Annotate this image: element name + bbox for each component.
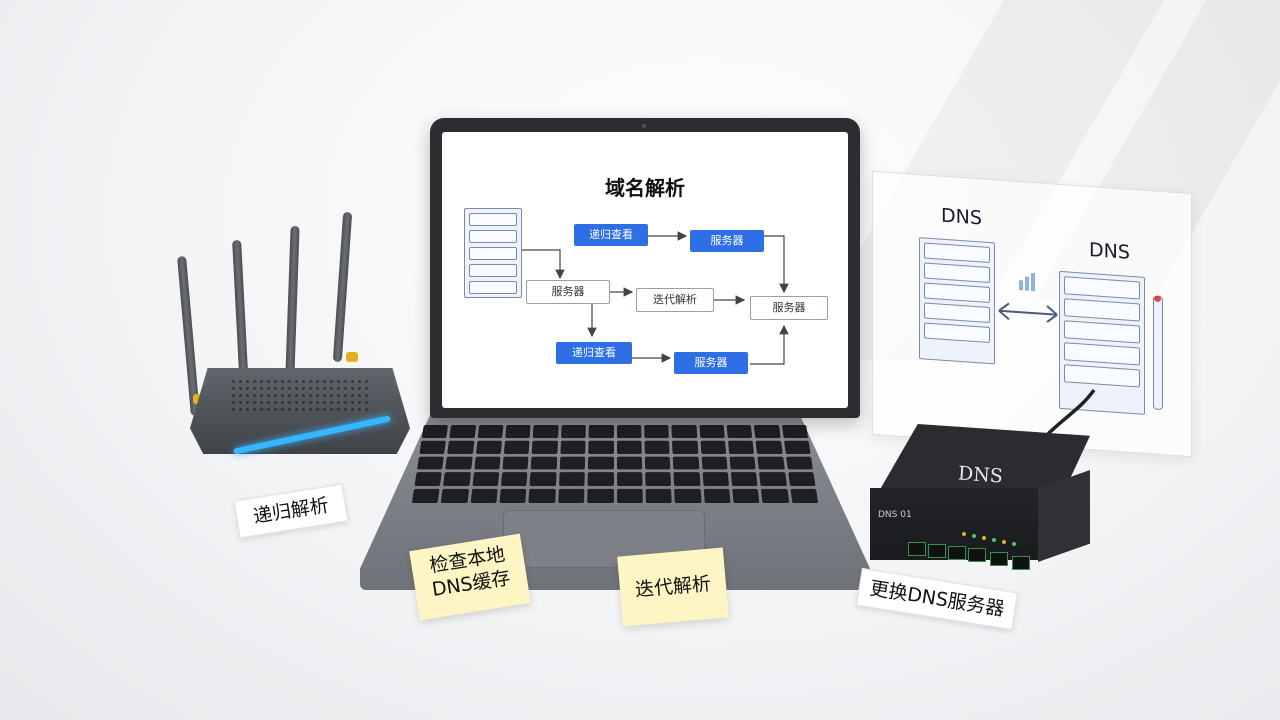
dns-display-panel: DNS DNS (872, 170, 1192, 458)
router-body (190, 368, 410, 454)
status-led (972, 534, 976, 538)
router-antenna (332, 211, 353, 363)
node-server-bottom: 服务器 (674, 352, 748, 374)
thermometer-icon (1153, 295, 1163, 411)
ethernet-port (948, 546, 966, 560)
flow-arrows (522, 231, 789, 365)
router-antenna (177, 255, 200, 417)
ethernet-port (968, 548, 986, 562)
dns-device-logo: DNS (957, 462, 1004, 488)
status-led (992, 538, 996, 542)
dns-device-model-label: DNS 01 (878, 510, 912, 520)
tag-recursive-resolution: 递归解析 (233, 483, 349, 539)
antenna-joint (346, 352, 358, 362)
router-antenna (285, 225, 300, 377)
node-server-top: 服务器 (690, 230, 764, 252)
laptop-keyboard (411, 425, 819, 504)
signal-bar-icon (1031, 272, 1035, 292)
router-vent (230, 378, 370, 414)
server-rack-icon (464, 208, 522, 298)
ethernet-port (990, 552, 1008, 566)
node-server-right: 服务器 (750, 296, 828, 320)
signal-bar-icon (1025, 276, 1029, 291)
node-recursive-query-bottom: 递归查看 (556, 342, 632, 364)
ethernet-port (928, 544, 946, 558)
router-antenna (232, 239, 249, 391)
ethernet-port (1012, 556, 1030, 570)
screen-title: 域名解析 (605, 176, 685, 200)
node-recursive-query-top: 递归查看 (574, 224, 648, 246)
thermometer-top (1154, 295, 1161, 303)
ethernet-port (908, 542, 926, 556)
tag-change-dns-server: 更换DNS服务器 (856, 567, 1018, 631)
sticky-note-iterative-resolution: 迭代解析 (617, 547, 729, 627)
double-arrow-icon (998, 302, 1058, 323)
panel-dns-label-left: DNS (941, 204, 982, 230)
status-led (962, 532, 966, 536)
laptop-screen: 域名解析 (442, 132, 848, 408)
panel-dns-label-right: DNS (1089, 238, 1130, 264)
node-server-left: 服务器 (526, 280, 610, 304)
status-led (982, 536, 986, 540)
laptop-camera (642, 124, 646, 128)
status-led (1002, 540, 1006, 544)
node-iterative: 迭代解析 (636, 288, 714, 312)
signal-bar-icon (1019, 280, 1023, 291)
status-led (1012, 542, 1016, 546)
panel-server-rack-icon (919, 237, 995, 365)
